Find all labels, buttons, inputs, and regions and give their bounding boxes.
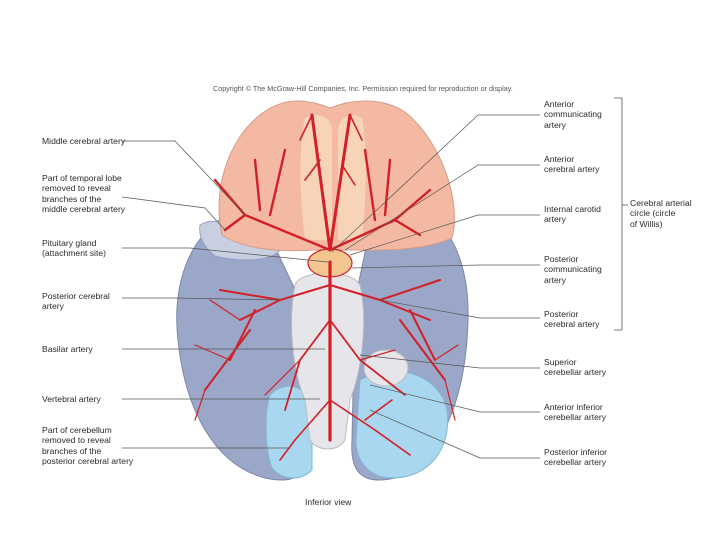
cerebellum-right	[356, 371, 448, 478]
label-anterior-communicating-artery: Anterior communicating artery	[544, 99, 602, 130]
label-vertebral-artery: Vertebral artery	[42, 394, 101, 404]
view-caption: Inferior view	[305, 497, 351, 507]
label-superior-cerebellar-artery: Superior cerebellar artery	[544, 357, 606, 378]
label-temporal-lobe-removed: Part of temporal lobe removed to reveal …	[42, 173, 125, 215]
label-posterior-cerebral-artery-left: Posterior cerebral artery	[42, 291, 110, 312]
label-anterior-cerebral-artery: Anterior cerebral artery	[544, 154, 599, 175]
label-circle-of-willis: Cerebral arterial circle (circle of Will…	[630, 198, 692, 229]
copyright-notice: Copyright © The McGraw-Hill Companies, I…	[213, 84, 513, 93]
label-internal-carotid-artery: Internal carotid artery	[544, 204, 601, 225]
label-posterior-cerebral-artery-right: Posterior cerebral artery	[544, 309, 599, 330]
label-anterior-inferior-cerebellar-artery: Anterior inferior cerebellar artery	[544, 402, 606, 423]
label-posterior-inferior-cerebellar-artery: Posterior inferior cerebellar artery	[544, 447, 607, 468]
label-posterior-communicating-artery: Posterior communicating artery	[544, 254, 602, 285]
label-middle-cerebral-artery: Middle cerebral artery	[42, 136, 125, 146]
label-cerebellum-removed: Part of cerebellum removed to reveal bra…	[42, 425, 133, 467]
circle-of-willis-bracket	[614, 98, 622, 330]
label-pituitary-gland: Pituitary gland (attachment site)	[42, 238, 106, 259]
frontal-lobes	[219, 101, 454, 251]
label-basilar-artery: Basilar artery	[42, 344, 93, 354]
